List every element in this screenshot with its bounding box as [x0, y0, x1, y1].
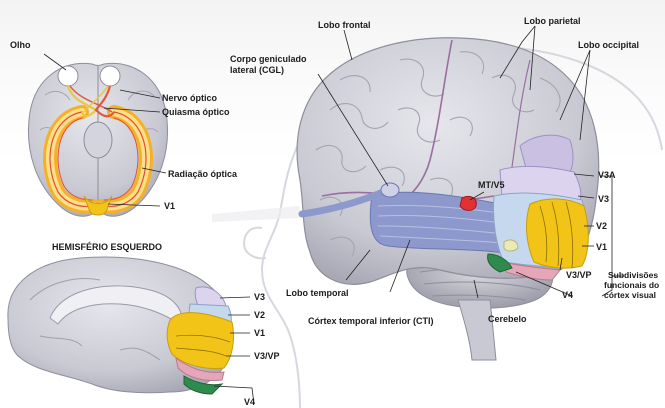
label-mt-v5: MT/V5: [478, 180, 505, 190]
eye-left-icon: [58, 66, 78, 86]
label-cortex-temporal-inferior: Córtex temporal inferior (CTI): [308, 316, 434, 326]
brainstem: [84, 122, 112, 158]
label-subdivisoes-1: Subdivisões: [608, 270, 658, 280]
eye-right-icon: [100, 66, 120, 86]
label-nervo-optico: Nervo óptico: [162, 93, 217, 103]
label-corpo-geniculado-1: Corpo geniculado: [230, 54, 307, 64]
label-subdivisoes-2: funcionais do: [604, 280, 659, 290]
label-v3vp-medial: V3/VP: [254, 351, 280, 361]
label-v2-medial: V2: [254, 310, 265, 320]
label-lobo-occipital: Lobo occipital: [578, 40, 639, 50]
label-v3a: V3A: [598, 170, 616, 180]
lateral-brainstem: [458, 300, 496, 360]
lateral-v1: [527, 199, 589, 268]
inferior-brain-view: [28, 54, 167, 216]
label-radiacao-optica: Radiação óptica: [168, 169, 237, 179]
label-v3vp-lateral: V3/VP: [566, 270, 592, 280]
label-v3-lateral: V3: [598, 194, 609, 204]
label-lobo-parietal: Lobo parietal: [524, 16, 581, 26]
label-v1-inferior: V1: [164, 201, 175, 211]
mt-v5-area: [460, 196, 476, 210]
label-v4-lateral: V4: [562, 290, 573, 300]
label-v2-lateral: V2: [596, 221, 607, 231]
label-v4-medial: V4: [244, 397, 255, 407]
label-quiasma-optico: Quiasma óptico: [162, 107, 230, 117]
label-v1-lateral: V1: [596, 242, 607, 252]
label-hemisferio-esquerdo: HEMISFÉRIO ESQUERDO: [52, 242, 162, 252]
lgn-body: [381, 183, 399, 197]
label-v1-medial: V1: [254, 328, 265, 338]
label-corpo-geniculado-2: lateral (CGL): [230, 65, 284, 75]
label-lobo-temporal: Lobo temporal: [286, 288, 349, 298]
medial-brain-view: [8, 257, 254, 404]
label-lobo-frontal: Lobo frontal: [318, 20, 371, 30]
label-cerebelo: Cerebelo: [488, 314, 527, 324]
label-v3-medial: V3: [254, 292, 265, 302]
label-subdivisoes-3: córtex visual: [604, 290, 656, 300]
label-olho: Olho: [10, 40, 31, 50]
